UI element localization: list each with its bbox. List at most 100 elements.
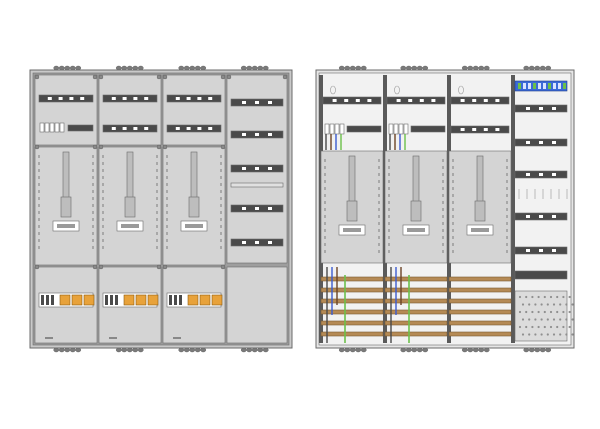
terminal-orange <box>211 294 223 306</box>
cable-gland <box>69 347 76 353</box>
vent-slot <box>92 176 94 179</box>
rail-module-dot <box>80 97 85 100</box>
rail-module-dot <box>255 241 259 244</box>
rail-module-dot <box>460 128 465 131</box>
frame-bolt <box>98 144 104 150</box>
rail-module-dot <box>122 127 127 130</box>
cable-gland <box>344 65 351 71</box>
frame-bolt <box>226 74 232 80</box>
vent-slot <box>156 155 158 158</box>
terminal-clamp <box>41 295 44 305</box>
cable-gland <box>121 65 128 71</box>
cable-gland <box>411 65 418 71</box>
vent-slot <box>442 187 444 190</box>
vent-slot <box>92 197 94 200</box>
perforation-hole <box>525 325 528 329</box>
perforation-hole <box>540 318 543 321</box>
vent-slot <box>166 183 168 186</box>
meter-rail-slot <box>62 151 70 199</box>
vent-slot <box>506 215 508 218</box>
vent-slot <box>452 187 454 190</box>
cable-gland <box>523 65 530 71</box>
upper-compartment <box>98 74 162 146</box>
breaker-module <box>388 123 394 135</box>
vent-slot <box>102 204 104 207</box>
rail-module-dot <box>472 128 477 131</box>
cable-gland <box>467 65 474 71</box>
cable-gland <box>534 65 541 71</box>
vent-slot <box>92 169 94 172</box>
vent-slot <box>452 201 454 204</box>
vent-slot <box>38 204 40 207</box>
rail-module-dot <box>242 207 246 210</box>
terminal-orange <box>59 294 71 306</box>
terminal-orange <box>83 294 95 306</box>
copper-busbar <box>384 287 448 293</box>
vent-slot <box>324 222 326 225</box>
cable-gland <box>257 65 264 71</box>
rail-module-dot <box>495 99 500 102</box>
rail-module-dot <box>552 107 556 110</box>
rail-module-dot <box>552 215 556 218</box>
cable-gland <box>257 347 264 353</box>
perforation-hole <box>562 295 565 299</box>
door-label-slot <box>45 337 53 339</box>
terminal-pin <box>553 83 556 89</box>
vent-slot <box>388 229 390 232</box>
cable-gland <box>132 65 139 71</box>
cable-gland <box>200 347 207 353</box>
cable-gland <box>194 347 201 353</box>
vent-slot <box>166 197 168 200</box>
cable-gland <box>178 347 185 353</box>
rail-module-dot <box>539 215 543 218</box>
perforation-hole <box>528 333 531 336</box>
vent-slot <box>38 176 40 179</box>
perforation-hole <box>568 295 571 299</box>
terminal-clamp <box>110 295 113 305</box>
terminal-pin <box>563 83 566 89</box>
breaker-module <box>403 123 409 135</box>
cable-gland <box>115 65 122 71</box>
rail-module-dot <box>552 141 556 144</box>
cable-gland <box>64 347 71 353</box>
copper-busbar <box>448 276 512 282</box>
upper-compartment <box>34 74 98 146</box>
perforation-hole <box>534 333 537 336</box>
vent-slot <box>388 180 390 183</box>
meter-rail-foot <box>124 196 136 218</box>
meter-rail-foot <box>60 196 72 218</box>
vent-slot <box>442 166 444 169</box>
cable-gland <box>400 347 407 353</box>
vent-slot <box>156 232 158 235</box>
cable-gland <box>183 65 190 71</box>
cable-gland <box>483 347 490 353</box>
vent-slot <box>452 236 454 239</box>
cable-gland <box>58 65 65 71</box>
perforation-hole <box>518 325 522 329</box>
meter-rail-slot <box>412 155 420 203</box>
vent-slot <box>220 197 222 200</box>
cable-gland <box>461 65 468 71</box>
breaker-module <box>39 122 45 133</box>
perforation-hole <box>549 310 553 314</box>
vent-slot <box>324 208 326 211</box>
vent-slot <box>102 232 104 235</box>
vent-slot <box>92 218 94 221</box>
copper-busbar <box>448 287 512 293</box>
rail-module-dot <box>111 127 116 130</box>
rail-module-dot <box>144 97 149 100</box>
vent-slot <box>506 187 508 190</box>
cable-gland <box>121 347 128 353</box>
vent-slot <box>156 225 158 228</box>
cable-gland <box>349 347 356 353</box>
cable-gland <box>240 347 247 353</box>
cable-gland <box>416 347 423 353</box>
vent-slot <box>506 222 508 225</box>
vent-slot <box>324 187 326 190</box>
rail-module-dot <box>408 99 413 102</box>
vent-slot <box>38 246 40 249</box>
rail-module-dot <box>460 99 465 102</box>
cable-gland <box>472 347 479 353</box>
din-rail <box>102 94 158 103</box>
